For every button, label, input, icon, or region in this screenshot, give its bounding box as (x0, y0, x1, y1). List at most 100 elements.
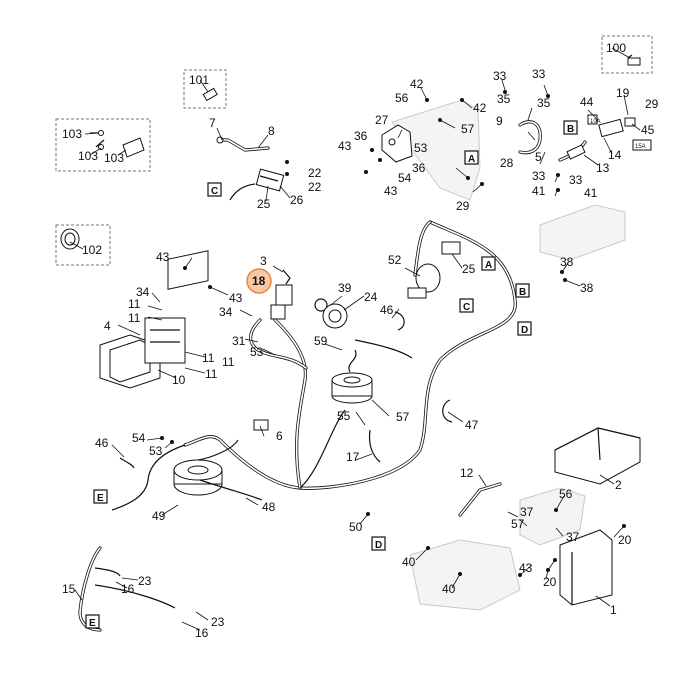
part-49-clutch (173, 459, 223, 496)
callout-33[interactable]: 33 (569, 173, 583, 187)
callout-11[interactable]: 11 (128, 311, 141, 325)
connector-ref-c-mid: C (459, 298, 474, 313)
callout-41[interactable]: 41 (584, 186, 598, 200)
callout-34[interactable]: 34 (136, 285, 150, 299)
connector-ref-e-bottom: E (85, 614, 100, 629)
callout-34[interactable]: 34 (219, 305, 233, 319)
callout-2[interactable]: 2 (615, 478, 622, 492)
callout-101[interactable]: 101 (189, 73, 209, 87)
callout-16[interactable]: 16 (195, 626, 209, 640)
callout-20[interactable]: 20 (543, 575, 557, 589)
callout-22[interactable]: 22 (308, 180, 322, 194)
callout-38[interactable]: 38 (560, 255, 574, 269)
callout-3[interactable]: 3 (260, 254, 267, 268)
callout-47[interactable]: 47 (465, 418, 479, 432)
callout-57[interactable]: 56 (559, 487, 573, 501)
callout-27[interactable]: 26 (290, 193, 304, 207)
callout-26[interactable]: 25 (257, 197, 271, 211)
callout-36[interactable]: 36 (412, 161, 426, 175)
callout-7[interactable]: 7 (209, 116, 216, 130)
callout-55[interactable]: 55 (337, 409, 351, 423)
callout-12[interactable]: 12 (460, 466, 474, 480)
callout-53[interactable]: 53 (149, 444, 163, 458)
highlighted-callout-18[interactable]: 18 (246, 268, 272, 294)
callout-17[interactable]: 17 (346, 450, 360, 464)
callout-20[interactable]: 20 (618, 533, 632, 547)
callout-40[interactable]: 40 (442, 582, 456, 596)
callout-38[interactable]: 38 (580, 281, 594, 295)
callout-102[interactable]: 102 (82, 243, 102, 257)
callout-22[interactable]: 22 (308, 166, 322, 180)
callout-6[interactable]: 6 (276, 429, 283, 443)
callout-11[interactable]: 11 (202, 351, 215, 365)
callout-33[interactable]: 33 (532, 169, 546, 183)
callout-5[interactable]: 5 (535, 150, 542, 164)
callout-15[interactable]: 15 (62, 582, 76, 596)
callout-50[interactable]: 50 (349, 520, 363, 534)
callout-43[interactable]: 43 (384, 184, 398, 198)
connector-ref-d-bottom: D (371, 536, 386, 551)
callout-43[interactable]: 43 (338, 139, 352, 153)
callout-4[interactable]: 4 (104, 319, 111, 333)
connector-ref-a-top: A (464, 150, 479, 165)
callout-51[interactable]: 52 (388, 253, 402, 267)
callout-23[interactable]: 23 (211, 615, 225, 629)
callout-103[interactable]: 103 (104, 151, 124, 165)
callout-29[interactable]: 28 (500, 156, 514, 170)
callout-28[interactable]: 27 (375, 113, 389, 127)
callout-103[interactable]: 103 (62, 127, 82, 141)
callout-42[interactable]: 42 (410, 77, 424, 91)
callout-35[interactable]: 35 (537, 96, 551, 110)
callout-11[interactable]: 11 (128, 297, 141, 311)
callout-33[interactable]: 33 (493, 69, 507, 83)
callout-33[interactable]: 33 (532, 67, 546, 81)
callout-8[interactable]: 8 (268, 124, 275, 138)
callout-35[interactable]: 35 (497, 92, 511, 106)
callout-16[interactable]: 16 (121, 582, 135, 596)
callout-23[interactable]: 23 (138, 574, 152, 588)
callout-41[interactable]: 41 (532, 184, 546, 198)
callout-37[interactable]: 37 (520, 505, 534, 519)
callout-103[interactable]: 103 (78, 149, 98, 163)
callout-100[interactable]: 100 (606, 41, 626, 55)
part-46-ring (119, 311, 405, 469)
callout-43[interactable]: 43 (156, 250, 170, 264)
callout-58[interactable]: 57 (461, 122, 475, 136)
callout-53[interactable]: 53 (414, 141, 428, 155)
callout-44[interactable]: 44 (580, 95, 594, 109)
callout-54[interactable]: 54 (132, 431, 146, 445)
callout-13[interactable]: 13 (596, 161, 610, 175)
callout-43[interactable]: 43 (229, 291, 243, 305)
callout-1[interactable]: 1 (610, 603, 617, 617)
callout-11[interactable]: 11 (205, 367, 218, 381)
callout-58[interactable]: 56 (395, 91, 409, 105)
callout-39[interactable]: 39 (338, 281, 352, 295)
callout-53[interactable]: 54 (398, 171, 412, 185)
callout-59[interactable]: 59 (314, 334, 328, 348)
callout-10[interactable]: 10 (172, 373, 186, 387)
callout-45[interactable]: 45 (641, 123, 655, 137)
callout-11[interactable]: 11 (222, 355, 235, 369)
callout-43[interactable]: 43 (519, 561, 533, 575)
callout-29[interactable]: 29 (456, 199, 470, 213)
callout-46[interactable]: 46 (95, 436, 109, 450)
callout-30[interactable]: 29 (645, 97, 659, 111)
callout-19[interactable]: 19 (616, 86, 630, 100)
callout-9[interactable]: 9 (496, 114, 503, 128)
callout-42[interactable]: 42 (473, 101, 487, 115)
callout-36[interactable]: 36 (354, 129, 368, 143)
callout-14[interactable]: 14 (608, 148, 622, 162)
callout-37[interactable]: 37 (566, 530, 580, 544)
callout-57[interactable]: 57 (511, 517, 525, 531)
callout-49[interactable]: 49 (152, 509, 166, 523)
callout-48[interactable]: 48 (262, 500, 276, 514)
connector-ref-b-top: B (563, 120, 578, 135)
callout-46[interactable]: 46 (380, 303, 394, 317)
callout-40[interactable]: 40 (402, 555, 416, 569)
callout-24[interactable]: 24 (364, 290, 378, 304)
callout-31[interactable]: 31 (232, 334, 246, 348)
part-13-clip (566, 144, 586, 160)
callout-52[interactable]: 53 (250, 345, 264, 359)
callout-25[interactable]: 25 (462, 262, 476, 276)
callout-56[interactable]: 57 (396, 410, 410, 424)
